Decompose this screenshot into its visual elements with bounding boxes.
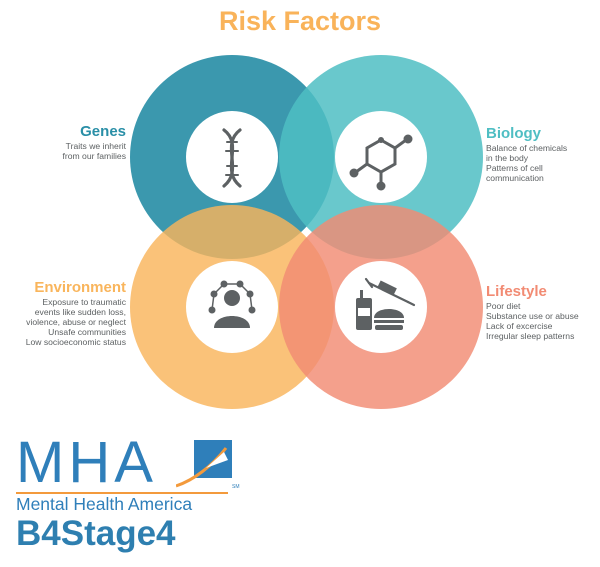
lifestyle-label: Lifestyle Poor diet Substance use or abu… [486,283,598,341]
environment-line-4: Unsafe communities [48,327,126,337]
biology-icon-disc [335,111,427,203]
logo-divider [16,492,228,494]
page-title: Risk Factors [218,6,382,36]
environment-line-2: events like sudden loss, [34,307,126,317]
logo-mark: MHA [16,430,157,495]
environment-title: Environment [34,279,126,296]
biology-label: Biology Balance of chemicals in the body… [486,125,596,183]
environment-line-1: Exposure to traumatic [42,297,126,307]
logo-name: Mental Health America [16,494,193,514]
lifestyle-title: Lifestyle [486,283,547,300]
lifestyle-line-4: Irregular sleep patterns [486,331,575,341]
syringe-drink-burger-icon [356,277,416,330]
environment-line-3: violence, abuse or neglect [26,317,126,327]
lifestyle-line-2: Substance use or abuse [486,311,579,321]
environment-icon-disc [186,261,278,353]
genes-label: Genes Traits we inherit from our familie… [20,123,126,161]
genes-line-2: from our families [62,151,126,161]
mha-logo: MHA SM Mental Health America B4Stage4 [16,432,246,557]
genes-line-1: Traits we inherit [65,141,126,151]
biology-line-4: communication [486,173,544,183]
person-network-icon [208,280,256,328]
molecule-icon [349,134,413,191]
biology-line-1: Balance of chemicals [486,143,568,153]
genes-title: Genes [80,123,126,140]
dna-icon [222,128,242,188]
logo-swoosh-icon [176,440,232,488]
logo-trademark: SM [232,484,240,490]
lifestyle-line-1: Poor diet [486,301,521,311]
environment-line-5: Low socioeconomic status [25,337,126,347]
logo-tagline: B4Stage4 [16,514,176,553]
biology-line-3: Patterns of cell [486,163,543,173]
environment-label: Environment Exposure to traumatic events… [2,279,126,347]
lifestyle-icon-disc [335,261,427,353]
lifestyle-line-3: Lack of excercise [486,321,553,331]
biology-title: Biology [486,125,541,142]
biology-line-2: in the body [486,153,529,163]
